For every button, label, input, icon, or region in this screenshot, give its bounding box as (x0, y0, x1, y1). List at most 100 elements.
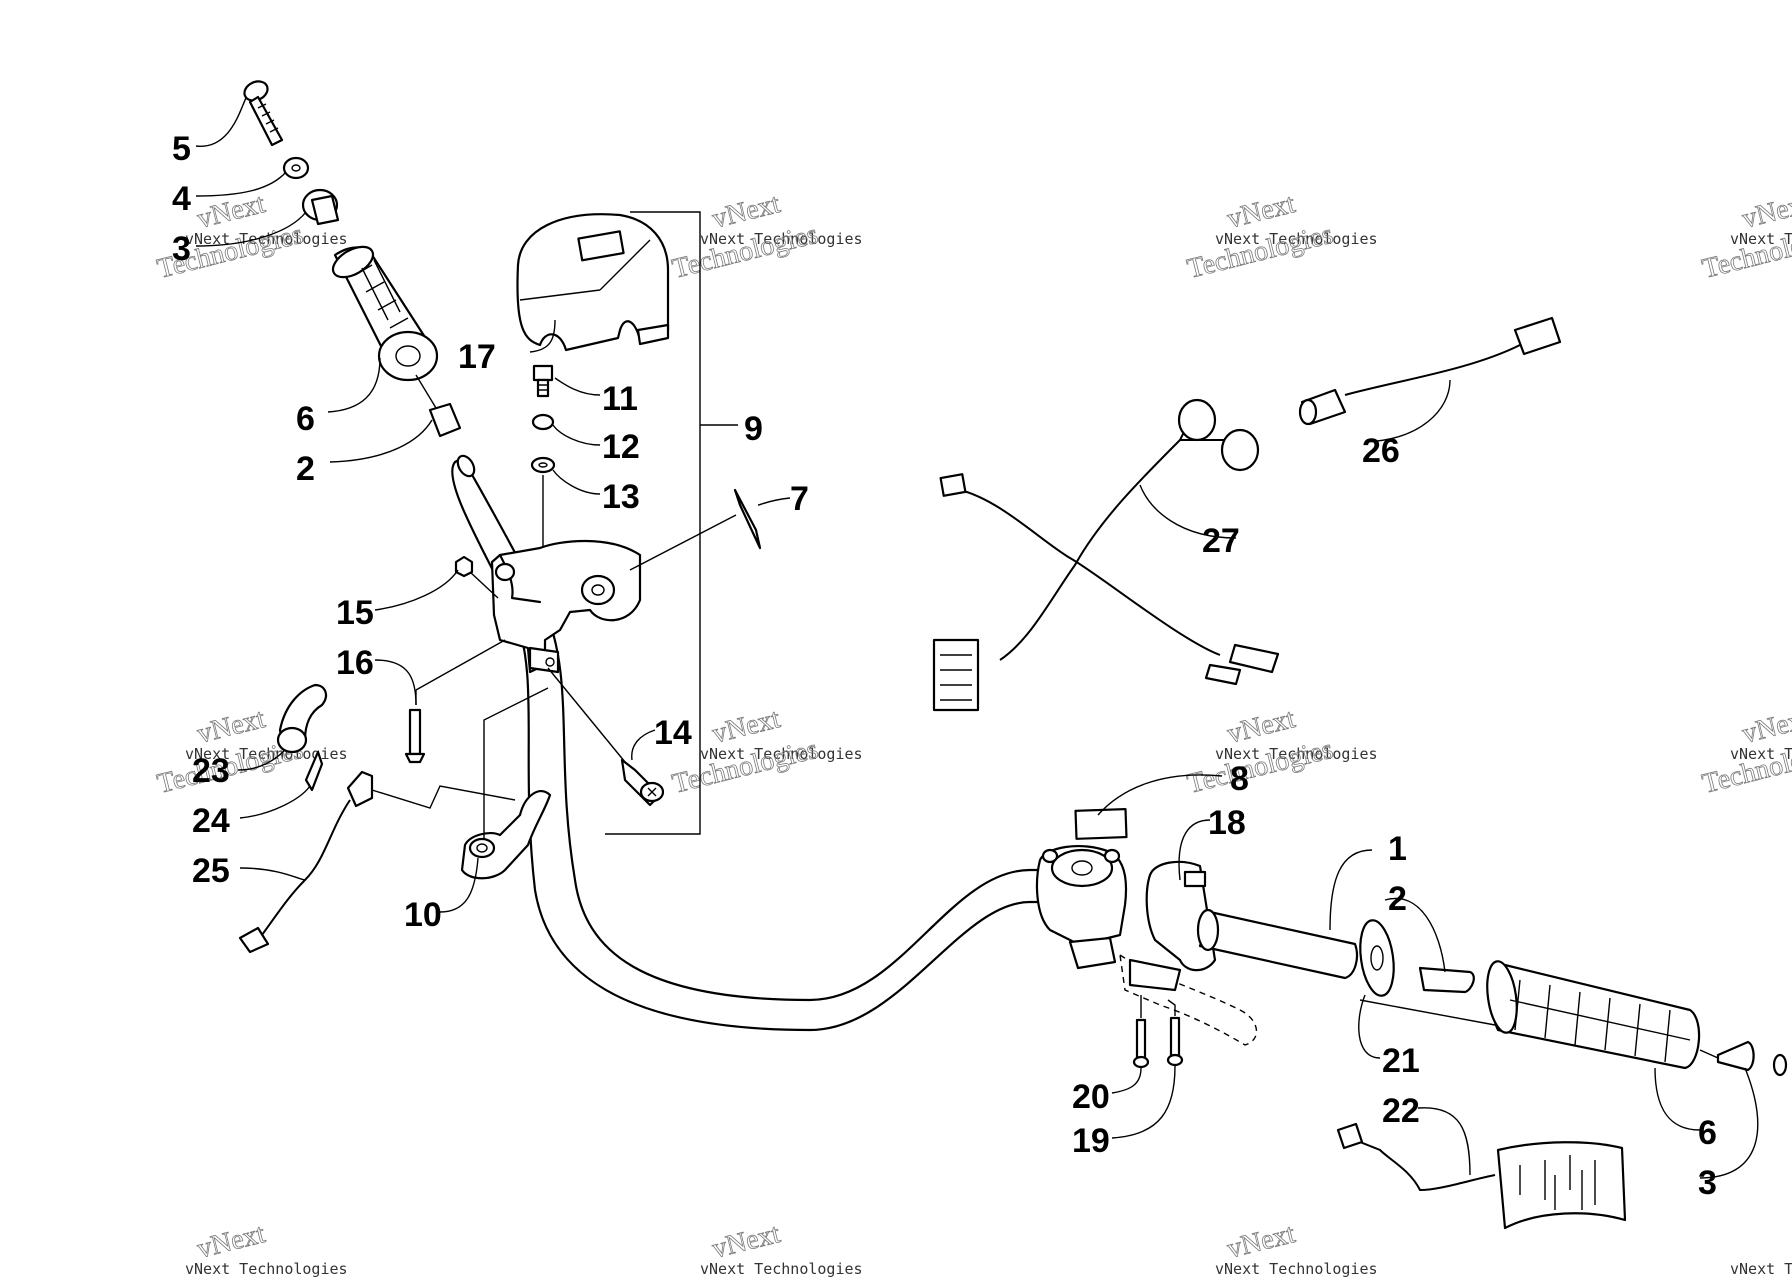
svg-text:vNext Technologies: vNext Technologies (700, 1260, 863, 1278)
end-cap-3-right (1716, 1040, 1755, 1072)
svg-text:vNext: vNext (1739, 188, 1792, 235)
callout-25: 25 (192, 852, 230, 890)
callout-4: 4 (172, 180, 191, 218)
end-cap-3 (301, 188, 340, 226)
svg-text:vNext: vNext (1739, 703, 1792, 750)
callout-13: 13 (602, 478, 640, 516)
switch-housing-assembly (404, 211, 762, 880)
switch-25-connector (238, 926, 270, 954)
throttle-tube-1 (1198, 910, 1359, 980)
callout-1: 1 (1388, 830, 1407, 868)
callout-12: 12 (602, 428, 640, 466)
bracket-9 (605, 211, 701, 835)
callout-6: 6 (296, 400, 315, 438)
flange-21 (1359, 919, 1395, 997)
callout-15: 15 (336, 594, 374, 632)
handlebar-end (456, 454, 476, 478)
svg-text:Technologies: Technologies (669, 734, 821, 800)
nut-15 (454, 555, 474, 578)
watermark: vNext Technologies vNext (185, 1218, 348, 1278)
harness-27-connector-a (939, 473, 967, 497)
svg-text:vNext Technologies: vNext Technologies (700, 745, 863, 763)
svg-text:Technologies: Technologies (1184, 219, 1336, 285)
svg-text:vNext: vNext (1224, 188, 1298, 235)
watermark: vNext Technologies vNext Technologies (1184, 703, 1378, 800)
svg-text:vNext: vNext (709, 188, 783, 235)
callout-3: 3 (172, 230, 191, 268)
callout-14: 14 (654, 714, 692, 752)
decal-7 (733, 488, 762, 550)
grip-6-right (1486, 960, 1701, 1070)
callout-24: 24 (192, 802, 230, 840)
svg-text:vNext Technologies: vNext Technologies (1730, 230, 1792, 248)
kill-switch-wiring (238, 683, 516, 954)
screw-16 (404, 708, 426, 764)
callout-7: 7 (790, 480, 809, 518)
washer-4 (282, 156, 310, 180)
callout-2b: 2 (1388, 880, 1407, 918)
callout-5: 5 (172, 130, 191, 168)
watermark: vNext Technologies (1730, 1260, 1792, 1278)
screw-19 (1166, 1016, 1184, 1067)
watermark: vNext Technologies vNext Technologies (669, 703, 863, 800)
svg-text:vNext: vNext (194, 703, 268, 750)
cover-17 (516, 213, 670, 352)
callout-17: 17 (458, 338, 496, 376)
svg-text:vNext Technologies: vNext Technologies (1215, 1260, 1378, 1278)
svg-text:vNext: vNext (194, 188, 268, 235)
leader-lines (195, 97, 1759, 1179)
harness-27-connector-d (1220, 428, 1260, 472)
lever-10 (460, 790, 552, 880)
watermark: vNext Technologies vNext Technologies (1699, 703, 1792, 800)
watermark: vNext Technologies vNext Technologies (669, 188, 863, 285)
harness-26 (1298, 316, 1562, 426)
svg-text:vNext Technologies: vNext Technologies (1730, 1260, 1792, 1278)
insert-2-left (428, 402, 462, 438)
harness-27-connector-c (1177, 398, 1217, 442)
washer-4-hole (291, 164, 301, 172)
switch-25 (346, 770, 374, 808)
callout-27: 27 (1202, 522, 1240, 560)
svg-text:vNext: vNext (709, 703, 783, 750)
screw-5 (243, 80, 284, 147)
svg-text:vNext Technologies: vNext Technologies (185, 1260, 348, 1278)
insert-2-right (1418, 966, 1475, 994)
callout-9: 9 (744, 410, 763, 448)
callout-20: 20 (1072, 1078, 1110, 1116)
svg-text:vNext Technologies: vNext Technologies (1215, 745, 1378, 763)
callout-19: 19 (1072, 1122, 1110, 1160)
master-cylinder (1035, 845, 1128, 970)
decal-8 (1074, 808, 1128, 840)
watermark: vNext Technologies vNext Technologies (1184, 188, 1378, 285)
callout-10: 10 (404, 896, 442, 934)
svg-text:vNext Technologies: vNext Technologies (185, 230, 348, 248)
screw-14 (620, 758, 665, 807)
callout-16: 16 (336, 644, 374, 682)
throttle-housing (490, 539, 642, 674)
right-control-assembly (1035, 808, 1788, 1230)
callout-21: 21 (1382, 1042, 1420, 1080)
svg-text:Technologies: Technologies (1184, 734, 1336, 800)
watermark: vNext Technologies vNext (1215, 1218, 1378, 1278)
harness-27-connector-b (932, 638, 980, 712)
harness-27-connector-e (1228, 643, 1280, 674)
callout-18: 18 (1208, 804, 1246, 842)
callout-3b: 3 (1698, 1164, 1717, 1202)
svg-text:vNext Technologies: vNext Technologies (700, 230, 863, 248)
harness-26-connector-a (1513, 316, 1562, 356)
heater-element-22 (1336, 1122, 1627, 1230)
bolt-11 (532, 364, 554, 398)
lockwasher-12 (531, 413, 555, 431)
handlebar (451, 454, 1042, 1032)
callout-22: 22 (1382, 1092, 1420, 1130)
grip-6-left (331, 245, 439, 382)
svg-text:vNext Technologies: vNext Technologies (1215, 230, 1378, 248)
svg-text:Technologies: Technologies (669, 219, 821, 285)
watermark: vNext Technologies vNext Technologies (1699, 188, 1792, 285)
callout-26: 26 (1362, 432, 1400, 470)
harness-27 (932, 398, 1280, 712)
washer-13 (530, 456, 556, 474)
left-grip-assembly (243, 80, 462, 438)
callout-6b: 6 (1698, 1114, 1717, 1152)
